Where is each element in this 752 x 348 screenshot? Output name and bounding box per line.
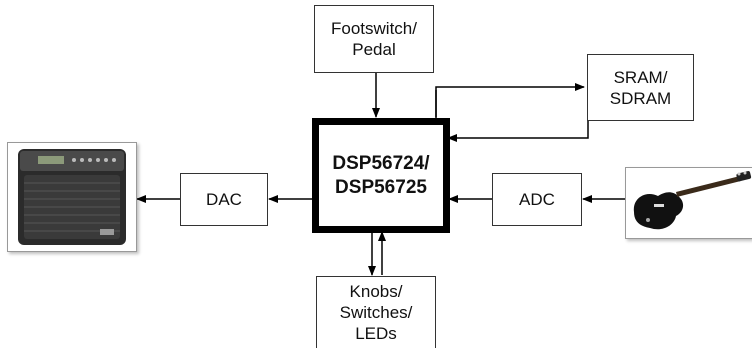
footswitch-pedal-label: Footswitch/ Pedal: [331, 18, 417, 60]
dsp-label: DSP56724/ DSP56725: [332, 152, 429, 200]
amplifier-icon: [8, 143, 136, 251]
adc-label: ADC: [519, 189, 555, 210]
sram-to-dsp-arrow: [448, 121, 588, 138]
adc-block: ADC: [492, 173, 582, 226]
sram-sdram-label: SRAM/ SDRAM: [610, 67, 671, 109]
footswitch-pedal-block: Footswitch/ Pedal: [314, 5, 434, 73]
dac-block: DAC: [180, 173, 268, 226]
guitar-photo: [625, 167, 752, 239]
sram-sdram-block: SRAM/ SDRAM: [587, 54, 694, 121]
amplifier-photo: [7, 142, 137, 252]
dac-label: DAC: [206, 189, 242, 210]
dsp-block: DSP56724/ DSP56725: [312, 118, 450, 233]
dsp-to-sram-arrow: [436, 87, 584, 117]
knobs-switches-leds-label: Knobs/ Switches/ LEDs: [340, 281, 413, 344]
knobs-switches-leds-block: Knobs/ Switches/ LEDs: [316, 276, 436, 348]
guitar-icon: [626, 168, 752, 238]
